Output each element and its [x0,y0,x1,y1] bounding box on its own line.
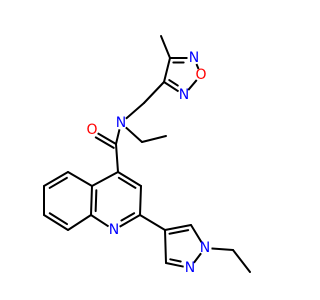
bond-pz_c3-pz_c4 [164,229,167,264]
bond-pz_c5-pz_n1 [190,224,203,244]
bond-oxd_c3-oxd_c4 [163,57,171,83]
bond-pz_c4-pz_c5 [164,224,192,231]
atom-label-oxd_o: O [195,67,206,83]
bond-carbonyl_c-q4 [115,143,119,173]
atom-background [198,241,212,255]
bond-inner-q4-q3 [117,176,137,189]
bond-amide_n-ethyl_a_ch2 [125,126,143,143]
bond-oxd_c3-ch2 [143,81,165,104]
bond-oxd_o-oxd_n_bottom [187,79,198,91]
atom-label-carbonyl_o: O [86,122,97,138]
atom-label-oxd_n_bottom: N [179,87,189,103]
bond-ethyl_a_ch2-ethyl_a_ch3 [141,135,167,143]
bond-inner-q8a-q4a [94,189,98,213]
bond-inner-oxd_n_bottom-oxd_c3 [168,79,179,87]
bond-oxd_n_bottom-oxd_c3 [163,81,180,93]
bond-q4a-q5 [67,171,93,187]
atom-background [183,261,197,275]
bond-q8-q8a [67,214,92,231]
bond-q2-q1_n [119,214,141,228]
atom-label-pz_n2: N [185,260,195,276]
atom-label-q1_n: N [109,222,119,238]
bond-inner-pz_c4-pz_c5 [168,229,190,235]
bond-inner-q2-q1_n [120,212,136,222]
atom-background [177,88,191,102]
atom-label-pz_n1: N [200,240,210,256]
atom-pz_n2: N [183,260,197,276]
atom-amide_n: N [114,115,128,131]
bond-q8a-q4a [90,185,93,216]
bond-pz_n2-pz_c3 [165,262,185,268]
atom-oxd_o: O [194,67,208,83]
atom-oxd_n_bottom: N [177,87,191,103]
bond-methyl_top-oxd_c4 [160,35,171,59]
bond-inner-q5-q6 [48,176,68,189]
bond-amide_n-carbonyl_c [115,128,121,145]
background [0,0,300,300]
bond-ethyl_b_ch2-ethyl_b_ch3 [232,249,251,273]
atom-label-oxd_n_top: N [189,50,199,66]
bond-carbonyl_c-carbonyl_o [97,132,117,145]
atom-background [114,116,128,130]
bond-q7-q8 [43,214,69,231]
bond-pz_n1-ethyl_b_ch2 [210,247,234,251]
bond-pz_n1-pz_n2 [193,252,202,264]
bond-inner-q7-q8 [48,212,69,226]
atom-carbonyl_o: O [85,122,99,138]
bond-oxd_n_top-oxd_o [195,63,200,70]
bond-q5-q6 [43,171,69,187]
bond-q4a-q4 [91,171,119,187]
bond-q4-q3 [117,171,142,187]
bonds-layer [43,35,251,273]
bond-ch2-amide_n [125,102,145,120]
bond-q2-pz_c4 [139,214,166,231]
bond-inner-pz_n2-pz_c3 [169,258,182,263]
atom-pz_n1: N [198,240,212,256]
atom-oxd_n_top: N [187,50,201,66]
atom-background [85,123,99,137]
atom-q1_n: N [107,222,121,238]
atom-background [194,68,208,82]
bond-q1_n-q8a [90,214,110,228]
atom-background [107,223,121,237]
bond-q3-q2 [139,185,142,216]
atom-label-amide_n: N [116,115,126,131]
atom-background [187,51,201,65]
bond-second-carbonyl_c-carbonyl_o [94,136,115,149]
